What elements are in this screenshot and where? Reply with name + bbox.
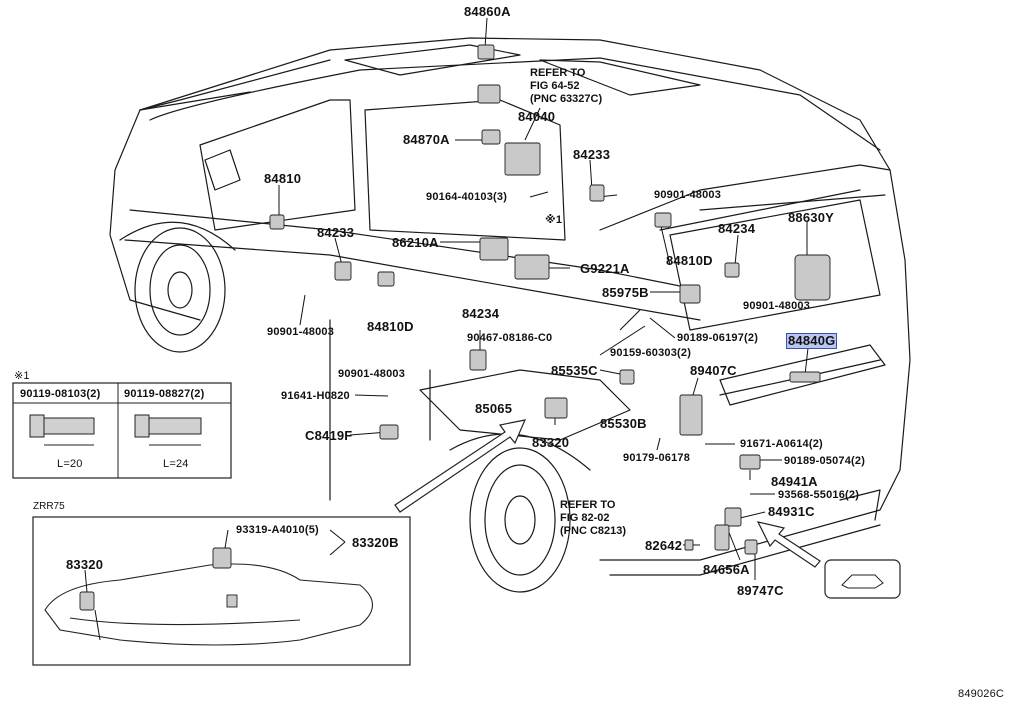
label-C8419F[interactable]: C8419F xyxy=(305,428,353,443)
ref-bottom-line3: (PNC C8213) xyxy=(560,525,627,537)
ref-top-line2: FIG 64-52 xyxy=(530,80,580,92)
label-86210A[interactable]: 86210A xyxy=(392,235,439,250)
label-84870A[interactable]: 84870A xyxy=(403,132,450,147)
label-90179-06178[interactable]: 90179-06178 xyxy=(623,452,691,464)
label-84234-center[interactable]: 84234 xyxy=(462,306,500,321)
diagram-id: 849026C xyxy=(958,688,1005,700)
label-84233-top[interactable]: 84233 xyxy=(573,147,611,162)
ref-top-line3: (PNC 63327C) xyxy=(530,93,603,105)
label-84931C[interactable]: 84931C xyxy=(768,504,815,519)
label-90164-40103[interactable]: 90164-40103(3) xyxy=(426,191,508,203)
label-84810D-left[interactable]: 84810D xyxy=(367,319,414,334)
label-93319-A4010[interactable]: 93319-A4010(5) xyxy=(236,524,319,536)
label-90467-08186-C0[interactable]: 90467-08186-C0 xyxy=(467,332,553,344)
label-84233-left[interactable]: 84233 xyxy=(317,225,355,240)
label-85530B[interactable]: 85530B xyxy=(600,416,647,431)
label-85065[interactable]: 85065 xyxy=(475,401,513,416)
label-G9221A[interactable]: G9221A xyxy=(580,261,630,276)
label-93568-55016[interactable]: 93568-55016(2) xyxy=(778,489,860,501)
label-83320-zrr75[interactable]: 83320 xyxy=(66,557,104,572)
note-box-mark: ※1 xyxy=(14,370,30,382)
label-90189-06197[interactable]: 90189-06197(2) xyxy=(677,332,759,344)
label-90901-48003-lower[interactable]: 90901-48003 xyxy=(338,368,406,380)
note-box-length2: L=24 xyxy=(163,458,189,470)
label-84860A[interactable]: 84860A xyxy=(464,4,511,19)
label-89407C[interactable]: 89407C xyxy=(690,363,737,378)
label-88630Y[interactable]: 88630Y xyxy=(788,210,835,225)
label-83320B[interactable]: 83320B xyxy=(352,535,399,550)
note-box-col2-part[interactable]: 90119-08827(2) xyxy=(124,388,205,400)
label-84234-right[interactable]: 84234 xyxy=(718,221,756,236)
label-90159-60303[interactable]: 90159-60303(2) xyxy=(610,347,692,359)
label-84810D-right[interactable]: 84810D xyxy=(666,253,713,268)
label-star-1: ※1 xyxy=(545,214,563,226)
label-90189-05074[interactable]: 90189-05074(2) xyxy=(784,455,866,467)
label-90901-48003-left[interactable]: 90901-48003 xyxy=(267,326,335,338)
label-83320-main[interactable]: 83320 xyxy=(532,435,570,450)
ref-bottom-line1: REFER TO xyxy=(560,499,616,511)
label-84810[interactable]: 84810 xyxy=(264,171,302,186)
label-85535C[interactable]: 85535C xyxy=(551,363,598,378)
label-84656A[interactable]: 84656A xyxy=(703,562,750,577)
zrr75-box-title: ZRR75 xyxy=(33,501,65,512)
label-85975B[interactable]: 85975B xyxy=(602,285,649,300)
label-89747C[interactable]: 89747C xyxy=(737,583,784,598)
label-84941A[interactable]: 84941A xyxy=(771,474,818,489)
label-91671-A0614[interactable]: 91671-A0614(2) xyxy=(740,438,823,450)
label-84040[interactable]: 84040 xyxy=(518,109,556,124)
note-box-length1: L=20 xyxy=(57,458,83,470)
ref-bottom-line2: FIG 82-02 xyxy=(560,512,610,524)
note-box-col1-part[interactable]: 90119-08103(2) xyxy=(20,388,101,400)
label-82642[interactable]: 82642 xyxy=(645,538,683,553)
ref-top-line1: REFER TO xyxy=(530,67,586,79)
label-84840G-highlighted[interactable]: 84840G xyxy=(786,333,838,349)
label-91641-H0820[interactable]: 91641-H0820 xyxy=(281,390,350,402)
label-90901-48003-top[interactable]: 90901-48003 xyxy=(654,189,722,201)
label-90901-48003-right[interactable]: 90901-48003 xyxy=(743,300,811,312)
